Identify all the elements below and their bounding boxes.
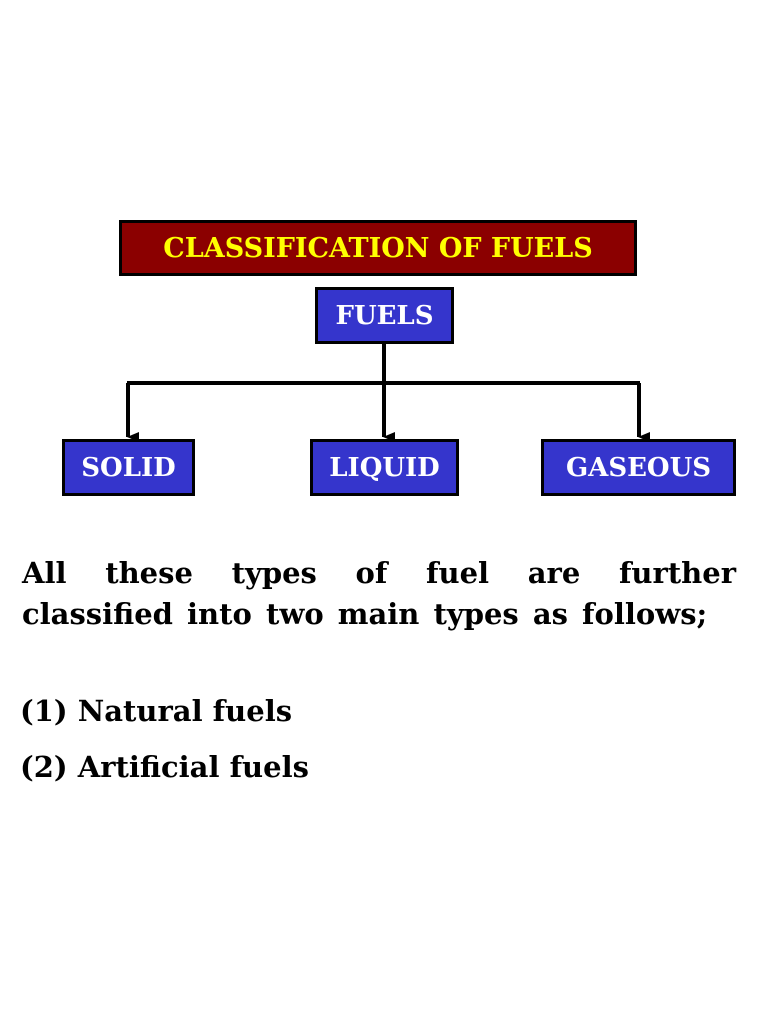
node-liquid: LIQUID [310, 439, 459, 496]
diagram-title: CLASSIFICATION OF FUELS [119, 220, 637, 276]
node-solid: SOLID [62, 439, 195, 496]
node-gaseous-label: GASEOUS [565, 452, 712, 483]
list-item-natural-fuels: (1) Natural fuels [20, 694, 293, 728]
node-liquid-label: LIQUID [329, 452, 440, 483]
diagram-title-text: CLASSIFICATION OF FUELS [163, 232, 593, 264]
node-fuels: FUELS [315, 287, 454, 344]
description-paragraph: All these types of fuel are further clas… [22, 556, 736, 631]
list-item-artificial-fuels: (2) Artificial fuels [20, 750, 309, 784]
node-gaseous: GASEOUS [541, 439, 736, 496]
node-fuels-label: FUELS [335, 300, 434, 331]
node-solid-label: SOLID [81, 452, 176, 483]
